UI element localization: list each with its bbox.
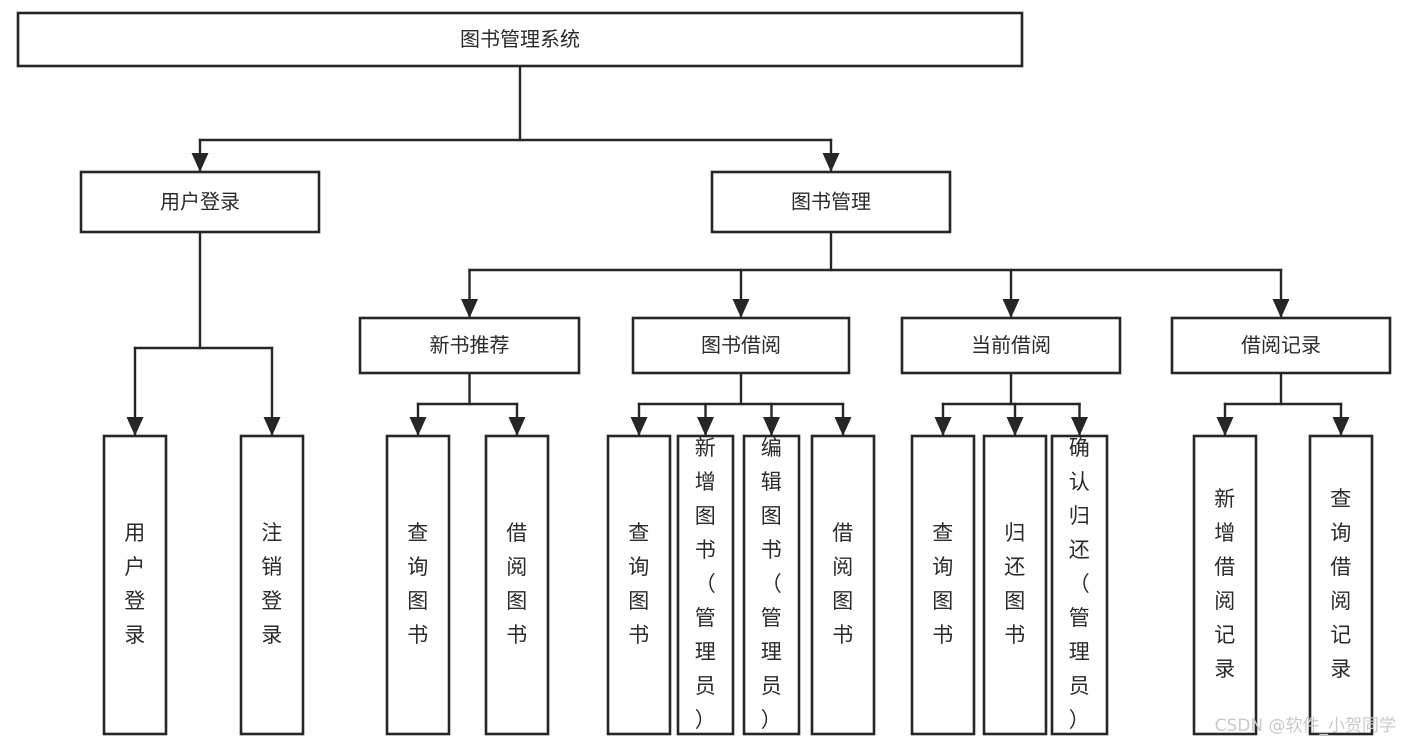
node-box <box>358 316 581 375</box>
node-box <box>900 316 1122 375</box>
node-box <box>239 434 305 736</box>
node-br-query-record[interactable]: 查询借阅记录 <box>1308 434 1374 736</box>
node-box <box>810 434 876 736</box>
node-label: 借阅记录 <box>1241 333 1321 357</box>
arrow-head-icon <box>822 153 840 172</box>
arrow-head-icon <box>834 417 852 436</box>
node-book-manage[interactable]: 图书管理 <box>710 170 952 234</box>
node-box <box>1308 434 1374 736</box>
arrow-head-icon <box>630 417 648 436</box>
node-box <box>631 316 851 375</box>
node-nbr-borrow-book[interactable]: 借阅图书 <box>484 434 550 736</box>
node-bb-query-book[interactable]: 查询图书 <box>606 434 672 736</box>
node-box <box>982 434 1048 736</box>
node-current-borrow[interactable]: 当前借阅 <box>900 316 1122 375</box>
node-label: 注销登录 <box>261 521 283 647</box>
node-cb-query-book[interactable]: 查询图书 <box>910 434 976 736</box>
node-user-logout[interactable]: 注销登录 <box>239 434 305 736</box>
arrow-head-icon <box>1071 417 1088 436</box>
node-label: 查询借阅记录 <box>1330 487 1352 681</box>
arrow-head-icon <box>1272 299 1290 318</box>
node-box <box>484 434 550 736</box>
node-nbr-query-book[interactable]: 查询图书 <box>385 434 451 736</box>
node-label: 查询图书 <box>407 521 429 647</box>
node-label: 查询图书 <box>932 521 954 647</box>
node-label: 图书借阅 <box>701 333 781 357</box>
arrow-head-icon <box>461 299 478 318</box>
node-label: 查询图书 <box>628 521 650 647</box>
node-box <box>1192 434 1258 736</box>
node-box <box>1170 316 1392 375</box>
node-label: 确认归还（管理员） <box>1069 436 1091 732</box>
node-box <box>102 434 168 736</box>
arrow-head-icon <box>1216 417 1234 436</box>
arrow-head-icon <box>126 417 144 436</box>
node-bb-edit-book[interactable]: 编辑图书（管理员） <box>742 434 801 736</box>
arrow-head-icon <box>763 417 780 436</box>
node-user-login[interactable]: 用户登录 <box>79 170 321 234</box>
arrow-head-icon <box>263 417 281 436</box>
node-box <box>910 434 976 736</box>
node-br-add-record[interactable]: 新增借阅记录 <box>1192 434 1258 736</box>
node-label: 借阅图书 <box>832 521 854 647</box>
node-box <box>385 434 451 736</box>
node-borrow-record[interactable]: 借阅记录 <box>1170 316 1392 375</box>
node-label: 新增图书（管理员） <box>695 436 717 732</box>
node-label: 编辑图书（管理员） <box>761 436 783 732</box>
arrow-head-icon <box>934 417 952 436</box>
arrow-head-icon <box>1002 299 1020 318</box>
arrow-head-icon <box>1006 417 1024 436</box>
node-label: 借阅图书 <box>506 521 528 647</box>
node-label: 新书推荐 <box>430 333 510 357</box>
arrow-head-icon <box>409 417 427 436</box>
node-book-borrow[interactable]: 图书借阅 <box>631 316 851 375</box>
node-box <box>676 434 735 736</box>
node-box <box>606 434 672 736</box>
node-label: 归还图书 <box>1004 521 1026 647</box>
node-root[interactable]: 图书管理系统 <box>16 11 1024 68</box>
node-label: 新增借阅记录 <box>1214 487 1236 681</box>
node-label: 用户登录 <box>124 521 146 647</box>
node-cb-confirm-return[interactable]: 确认归还（管理员） <box>1050 434 1109 736</box>
arrow-head-icon <box>732 299 750 318</box>
node-bb-add-book[interactable]: 新增图书（管理员） <box>676 434 735 736</box>
node-label: 用户登录 <box>160 190 240 214</box>
arrow-head-icon <box>508 417 526 436</box>
node-new-book-recommend[interactable]: 新书推荐 <box>358 316 581 375</box>
watermark-label: CSDN @软件_小贺同学 <box>1215 716 1396 736</box>
node-cb-return-book[interactable]: 归还图书 <box>982 434 1048 736</box>
node-user-login-do[interactable]: 用户登录 <box>102 434 168 736</box>
node-box <box>1050 434 1109 736</box>
connectors-layer <box>126 64 1350 438</box>
node-box <box>710 170 952 234</box>
arrow-head-icon <box>697 417 714 436</box>
nodes-layer: 图书管理系统用户登录用户登录注销登录图书管理新书推荐查询图书借阅图书图书借阅查询… <box>16 11 1392 736</box>
node-label: 当前借阅 <box>971 333 1051 357</box>
node-box <box>79 170 321 234</box>
arrow-head-icon <box>1332 417 1350 436</box>
node-bb-borrow-book[interactable]: 借阅图书 <box>810 434 876 736</box>
node-box <box>742 434 801 736</box>
node-label: 图书管理 <box>791 190 871 214</box>
node-label: 图书管理系统 <box>460 27 580 51</box>
node-box <box>16 11 1024 68</box>
arrow-head-icon <box>191 153 209 172</box>
